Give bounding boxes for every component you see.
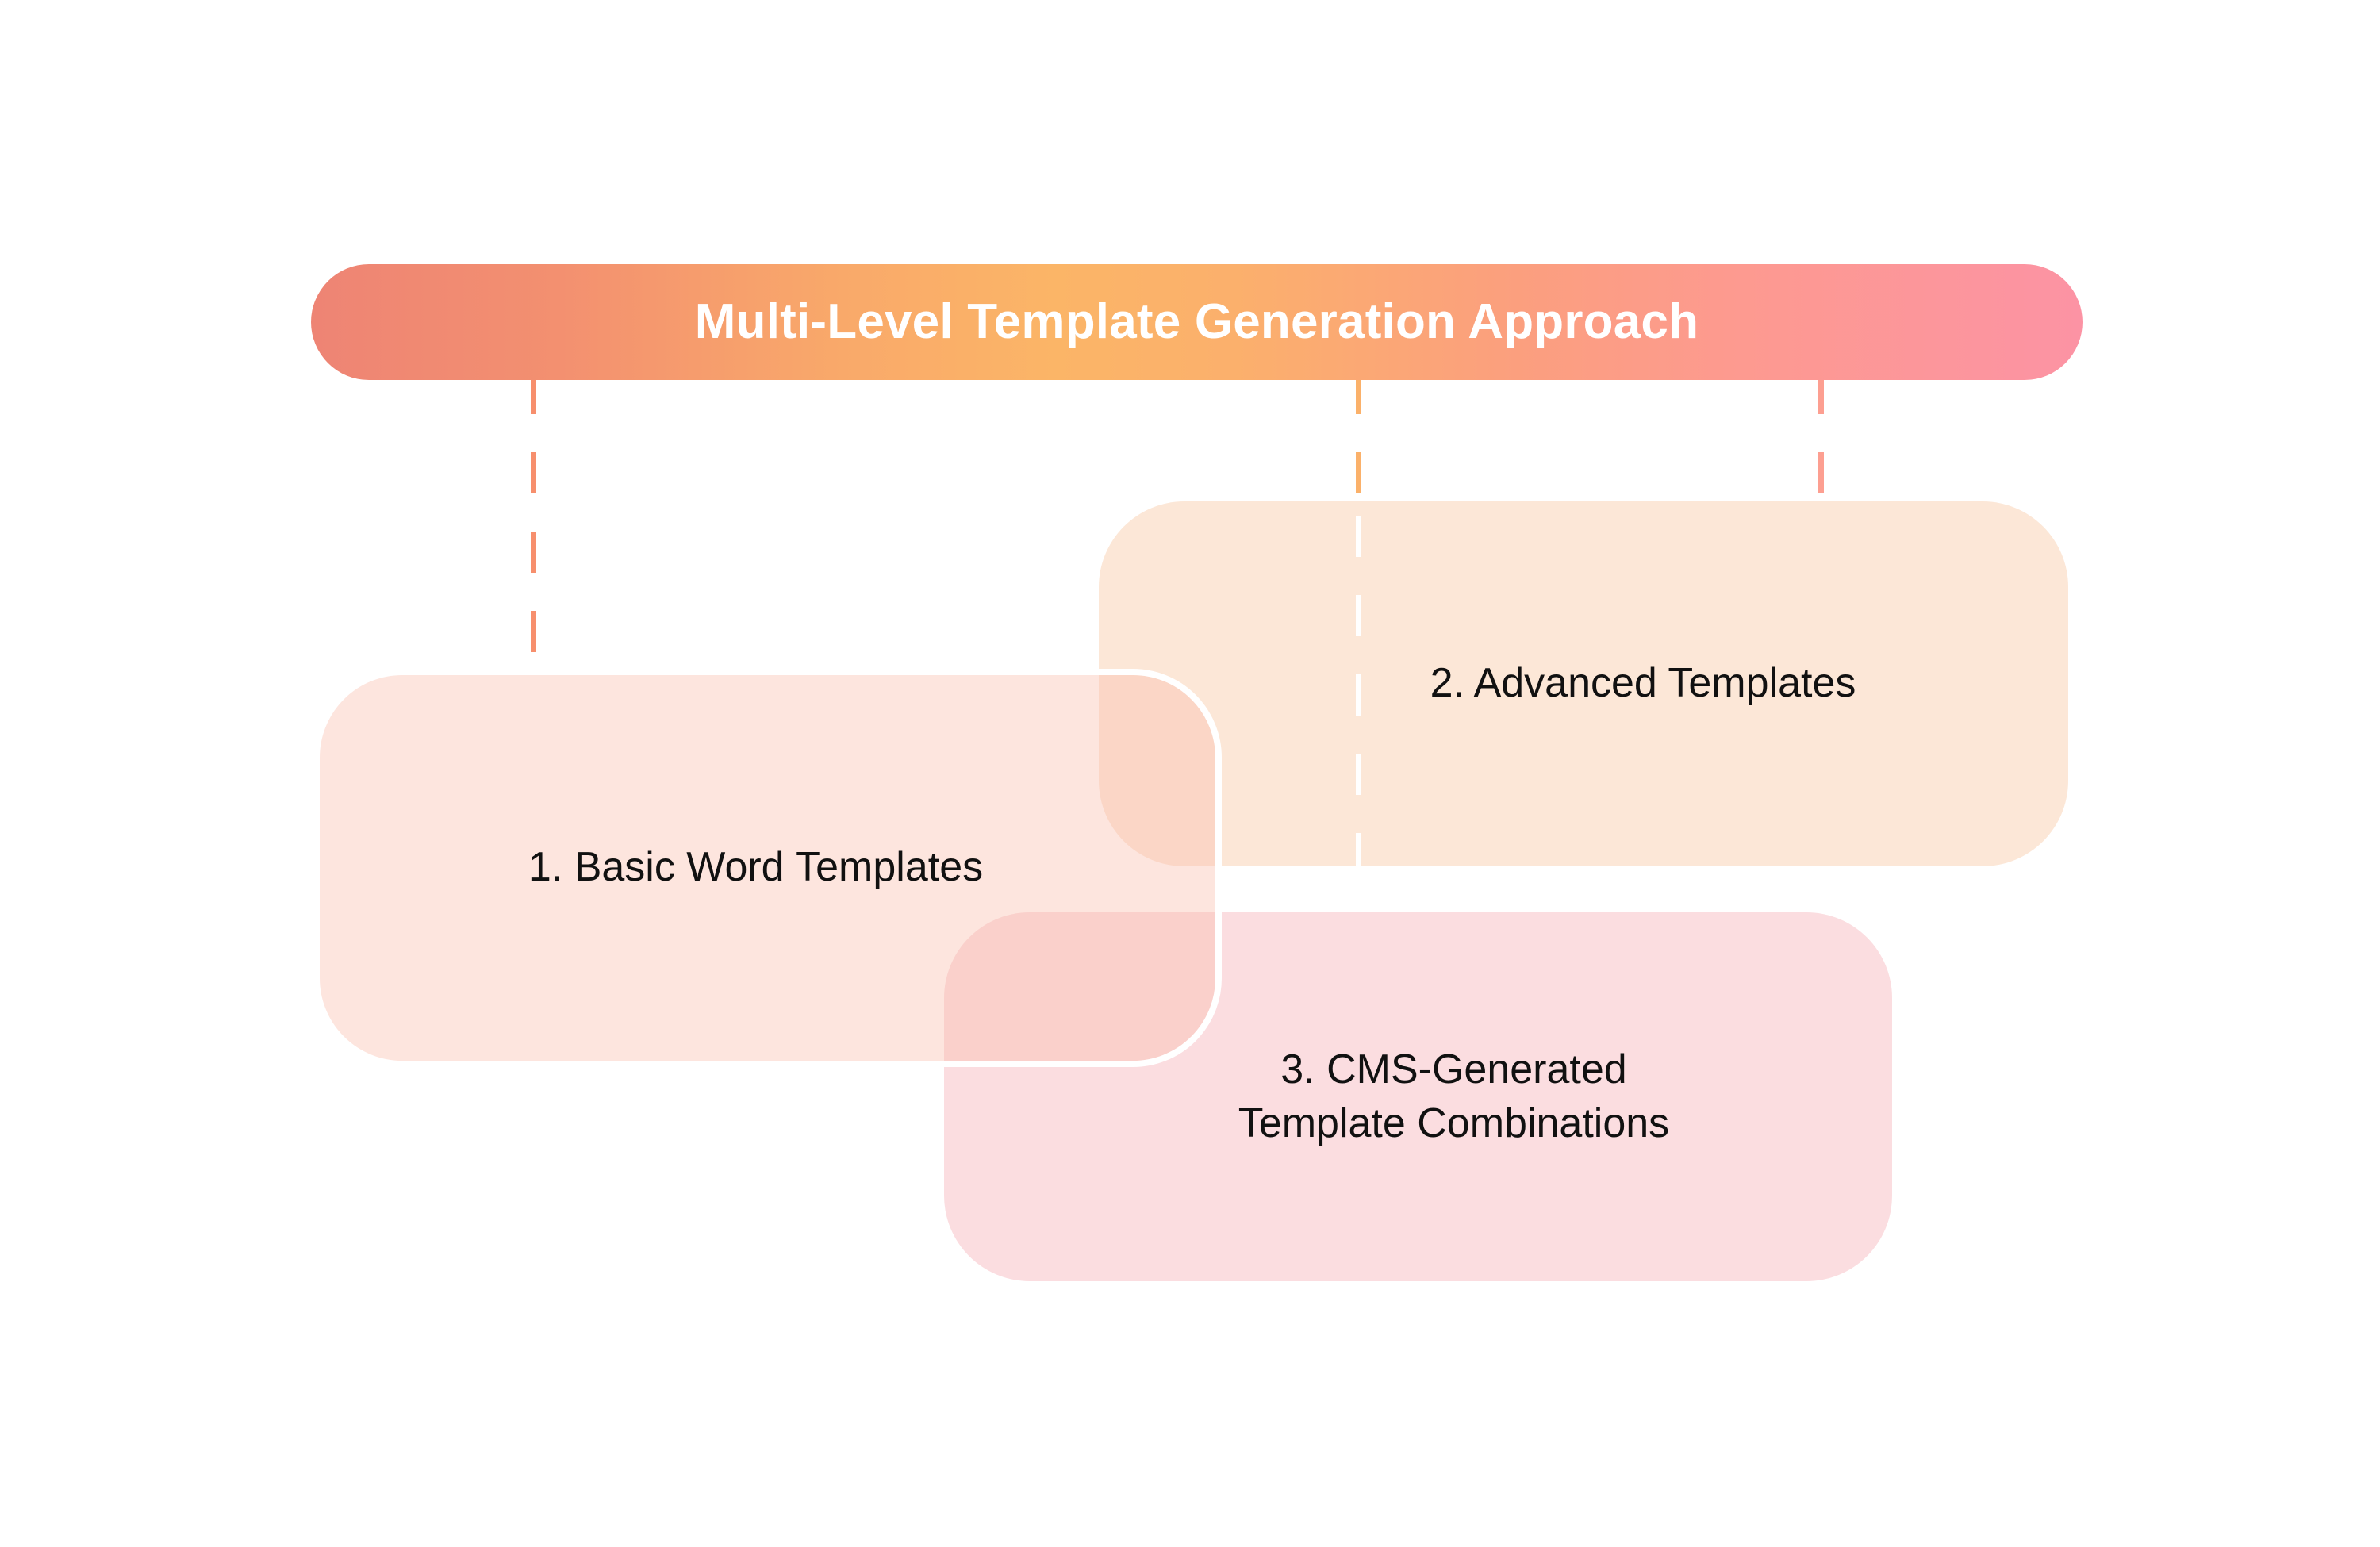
connector-line bbox=[1818, 373, 1824, 508]
card-advanced-templates-label: 2. Advanced Templates bbox=[1430, 660, 1856, 707]
card-basic-word-templates[interactable]: 1. Basic Word Templates bbox=[313, 669, 1222, 1067]
card-cms-generated-label-line-1: 3. CMS-Generated bbox=[1280, 1046, 1627, 1092]
card-advanced-templates[interactable]: 2. Advanced Templates bbox=[1099, 501, 2068, 866]
page-title: Multi-Level Template Generation Approach bbox=[694, 294, 1699, 349]
connector-line bbox=[1356, 516, 1361, 866]
header-banner: Multi-Level Template Generation Approach bbox=[311, 264, 2082, 380]
card-cms-generated-template-combinations[interactable]: 3. CMS-Generated Template Combinations bbox=[944, 912, 1892, 1281]
card-basic-word-templates-label: 1. Basic Word Templates bbox=[528, 844, 984, 891]
connector-to-cms-generated bbox=[1818, 373, 1824, 508]
card-cms-generated-label: 3. CMS-Generated Template Combinations bbox=[1238, 1043, 1669, 1150]
connector-to-advanced-templates bbox=[1356, 373, 1361, 516]
connector-line bbox=[531, 373, 536, 682]
connector-to-advanced-templates-inner bbox=[1356, 516, 1361, 866]
connector-line bbox=[1356, 373, 1361, 516]
connector-to-basic-word-templates bbox=[531, 373, 536, 682]
card-cms-generated-label-line-2: Template Combinations bbox=[1238, 1100, 1670, 1146]
